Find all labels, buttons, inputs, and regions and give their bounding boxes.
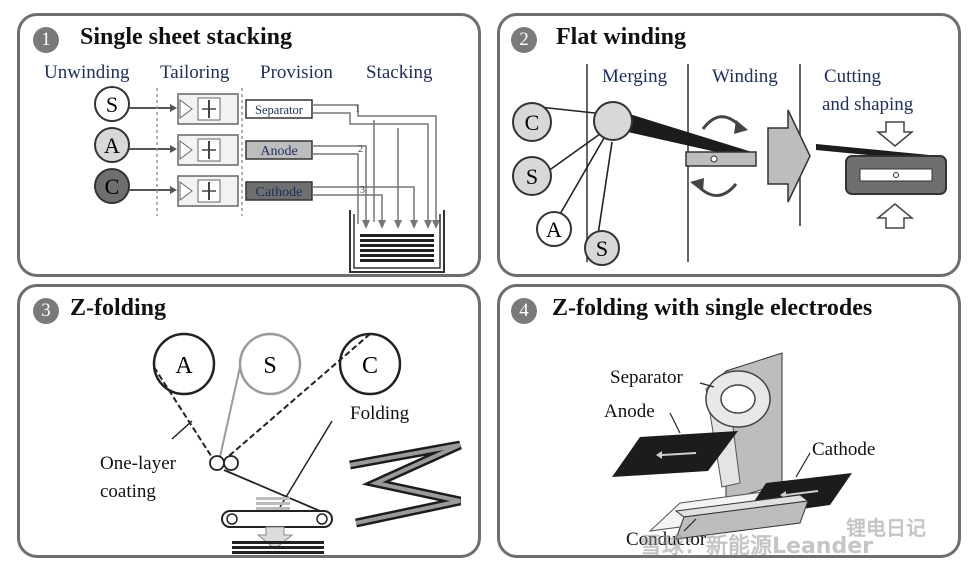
roll-separator: S — [238, 332, 302, 396]
process-arrow — [767, 109, 811, 203]
folding-zigzag — [349, 440, 462, 528]
roll-cathode: C — [94, 168, 130, 204]
pinch-roller — [223, 455, 239, 471]
panel-single-sheet-stacking: 1 Single sheet stacking Unwinding Tailor… — [17, 13, 481, 277]
panel-z-folding-single-electrodes: 4 Z-folding with single electrodes Separ… — [497, 284, 961, 558]
anode-sheet — [612, 431, 738, 477]
merging-roller — [593, 101, 633, 141]
separator-label: Separator — [610, 367, 683, 388]
cutting-press — [845, 155, 947, 195]
panel-title: Single sheet stacking — [80, 24, 293, 50]
stage-label-tailoring: Tailoring — [160, 62, 230, 83]
svg-text:S: S — [596, 236, 608, 261]
stage-label-cutting: Cutting — [824, 66, 882, 87]
stage-label-winding: Winding — [712, 66, 778, 87]
watermark-text-2: 锂电日记 — [846, 516, 926, 540]
svg-text:S: S — [106, 92, 118, 117]
panel-number-badge: 1 — [33, 27, 59, 53]
watermark-text: 雪球：新能源Leander — [640, 534, 873, 559]
anode-label: Anode — [604, 401, 655, 422]
panel-number-badge: 2 — [511, 27, 537, 53]
z-folding-diagram: A S C — [152, 332, 462, 554]
panel-title: Flat winding — [556, 24, 687, 50]
roll-cathode: C — [338, 332, 402, 396]
panel-number-badge: 4 — [511, 298, 537, 324]
panel-number-badge: 3 — [33, 298, 59, 324]
panel-title: Z-folding with single electrodes — [552, 295, 873, 321]
sheet-anode: Anode — [245, 140, 313, 160]
stage-label-merging: Merging — [602, 66, 668, 87]
stage-label-provision: Provision — [260, 62, 333, 83]
roll-anode: A — [94, 127, 130, 163]
roll-anode: A — [536, 211, 572, 247]
coating-label: One-layer — [100, 453, 176, 474]
single-electrode-diagram — [612, 352, 852, 540]
svg-text:S: S — [526, 164, 538, 189]
folding-label: Folding — [350, 403, 410, 424]
winding-mandrel — [685, 151, 757, 167]
roll-separator: S — [512, 156, 552, 196]
stage-label-shaping: and shaping — [822, 94, 914, 115]
stacking-diagram: S A C — [94, 86, 445, 273]
stacking-tray — [349, 210, 445, 273]
sheet-cathode: Cathode — [245, 181, 313, 201]
winding-diagram: C S A S — [512, 64, 947, 266]
svg-text:Anode: Anode — [260, 144, 297, 159]
svg-text:A: A — [175, 353, 193, 379]
separator-roll — [705, 352, 783, 502]
stage-label-stacking: Stacking — [366, 62, 433, 83]
panel-flat-winding: 2 Flat winding Merging Winding Cutting a… — [497, 13, 961, 277]
roll-separator: S — [94, 86, 130, 122]
lane-number: 2 — [358, 144, 363, 155]
stage-label-unwinding: Unwinding — [44, 62, 130, 83]
svg-text:A: A — [104, 133, 120, 158]
cutter-unit-cathode — [177, 175, 239, 207]
svg-text:S: S — [263, 353, 276, 379]
svg-text:Separator: Separator — [255, 103, 304, 117]
cutter-unit-anode — [177, 134, 239, 166]
pinch-roller — [209, 455, 225, 471]
lane-number: 1 — [355, 104, 360, 115]
panel-z-folding: 3 Z-folding Folding One-layer coating A … — [17, 284, 481, 558]
roll-separator-2: S — [584, 230, 620, 266]
conveyor — [221, 497, 333, 550]
panel-title: Z-folding — [70, 295, 167, 321]
cutter-unit-separator — [177, 93, 239, 125]
cathode-label: Cathode — [812, 439, 876, 460]
svg-text:A: A — [546, 217, 562, 242]
sheet-separator: Separator — [245, 99, 313, 119]
output-stack — [232, 541, 324, 554]
roll-anode: A — [152, 332, 216, 396]
roll-cathode: C — [512, 102, 552, 142]
conductor-plate — [674, 494, 810, 540]
svg-text:C: C — [525, 110, 540, 135]
coating-label-2: coating — [100, 481, 156, 502]
svg-text:C: C — [105, 174, 120, 199]
lane-number: 3 — [360, 185, 365, 196]
svg-text:C: C — [362, 353, 378, 379]
svg-text:Cathode: Cathode — [256, 185, 303, 200]
